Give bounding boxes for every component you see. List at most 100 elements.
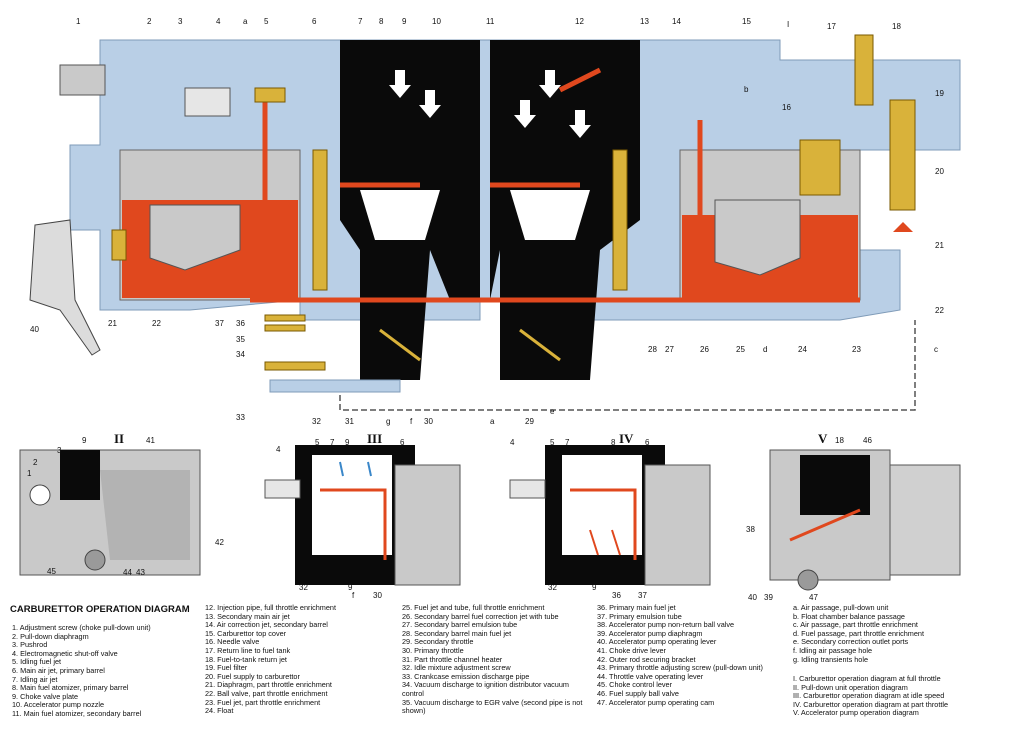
- legend-item: 36. Primary main fuel jet: [597, 603, 676, 612]
- legend-item: 38. Accelerator pump non-return ball val…: [597, 620, 735, 630]
- callout-label: 9: [402, 17, 407, 26]
- callout-label: 41: [146, 436, 155, 445]
- callout-label: 5: [550, 438, 555, 447]
- callout-label: 9: [82, 436, 87, 445]
- callout-label: 16: [782, 103, 791, 112]
- callout-label: 37: [638, 591, 647, 600]
- callout-label: 12: [575, 17, 584, 26]
- callout-label: 21: [935, 241, 944, 250]
- callout-label: 32: [299, 583, 308, 592]
- sub-diagram-accelerator-pump: [769, 449, 961, 591]
- legend-item: 17. Return line to fuel tank: [205, 645, 291, 655]
- legend-item: 13. Secondary main air jet: [205, 611, 290, 621]
- callout-label: a: [490, 417, 495, 426]
- legend-item: 28. Secondary barrel main fuel jet: [402, 628, 512, 638]
- legend-item: b. Float chamber balance passage: [793, 611, 905, 621]
- callout-label: 26: [700, 345, 709, 354]
- callout-label: f: [410, 417, 413, 426]
- legend-item: II. Pull-down unit operation diagram: [793, 682, 908, 692]
- legend-item: 22. Ball valve, part throttle enrichment: [205, 688, 328, 698]
- callout-label: 4: [216, 17, 221, 26]
- callout-label: a: [243, 17, 248, 26]
- callout-label: 5: [315, 438, 320, 447]
- legend-item: 34. Vacuum discharge to ignition distrib…: [402, 680, 569, 698]
- legend-item: 31. Part throttle channel heater: [402, 654, 503, 664]
- callout-label: 9: [345, 438, 350, 447]
- legend-item: 2. Pull-down diaphragm: [12, 631, 89, 641]
- callout-label: 18: [892, 22, 901, 31]
- legend-item: 40. Accelerator pump operating lever: [597, 637, 717, 647]
- legend-item: 23. Fuel jet, part throttle enrichment: [205, 697, 321, 707]
- callout-label: 27: [665, 345, 674, 354]
- callout-label: 40: [748, 593, 757, 600]
- legend-item: 24. Float: [205, 706, 234, 716]
- callout-label: 2: [147, 17, 152, 26]
- roman-label: V: [818, 431, 828, 446]
- airflow-arrows: [389, 70, 591, 138]
- callout-label: f: [352, 591, 355, 600]
- callout-label: b: [744, 85, 749, 94]
- callout-label: 4: [276, 445, 281, 454]
- callout-label: 17: [827, 22, 836, 31]
- main-diagram-full-throttle: [29, 34, 961, 411]
- legend-item: 10. Accelerator pump nozzle: [12, 700, 105, 710]
- legend-item: a. Air passage, pull-down unit: [793, 603, 889, 612]
- legend-item: d. Fuel passage, part throttle enrichmen…: [793, 628, 925, 638]
- legend-item: 16. Needle valve: [205, 637, 260, 647]
- callout-label: 6: [400, 438, 405, 447]
- heater-duct: [269, 379, 401, 393]
- secondary-venturi: [510, 190, 590, 240]
- callout-label: 18: [835, 436, 844, 445]
- callout-label: 30: [373, 591, 382, 600]
- legend-item: g. Idling transients hole: [793, 654, 869, 664]
- callout-label: 24: [798, 345, 807, 354]
- callout-label: I: [787, 20, 789, 29]
- callout-label: 33: [236, 413, 245, 422]
- callout-label: 8: [379, 17, 384, 26]
- legend-item: 44. Throttle valve operating lever: [597, 671, 704, 681]
- legend-item: IV. Carburettor operation diagram at par…: [793, 699, 949, 709]
- callout-label: 3: [57, 446, 62, 455]
- callout-label: 28: [648, 345, 657, 354]
- legend-item: III. Carburettor operation diagram at id…: [793, 691, 945, 701]
- legend-item: 1. Adjustment screw (choke pull-down uni…: [12, 623, 151, 632]
- callout-label: 30: [424, 417, 433, 426]
- callout-label: 32: [548, 583, 557, 592]
- legend-item: 35. Vacuum discharge to EGR valve (secon…: [402, 697, 583, 716]
- legend-item: 4. Electromagnetic shut-off valve: [12, 648, 118, 658]
- callout-label: 7: [330, 438, 335, 447]
- legend-item: 3. Pushrod: [12, 640, 48, 650]
- callout-label: 9: [348, 583, 353, 592]
- legend-item: 18. Fuel-to-tank return jet: [205, 654, 287, 664]
- callout-label: d: [763, 345, 767, 354]
- legend-item: 11. Main fuel atomizer, secondary barrel: [12, 708, 142, 718]
- callout-label: 13: [640, 17, 649, 26]
- callout-label: 32: [312, 417, 321, 426]
- primary-venturi: [360, 190, 440, 240]
- sub-diagram-pull-down: [19, 449, 201, 576]
- brass-jets: [111, 34, 916, 371]
- legend-item: 15. Carburettor top cover: [205, 628, 287, 638]
- callout-label: 46: [863, 436, 872, 445]
- callout-label: 6: [312, 17, 317, 26]
- callout-label: 1: [76, 17, 81, 26]
- legend-item: 6. Main air jet, primary barrel: [12, 665, 105, 675]
- callout-label: 34: [236, 350, 245, 359]
- legend-item: 14. Air correction jet, secondary barrel: [205, 620, 328, 630]
- legend-item: 27. Secondary barrel emulsion tube: [402, 620, 518, 630]
- legend-item: 12. Injection pipe, full throttle enrich…: [205, 603, 337, 612]
- callout-label: 10: [432, 17, 441, 26]
- legend-item: 37. Primary emulsion tube: [597, 611, 682, 621]
- callout-label: 29: [525, 417, 534, 426]
- callout-label: 36: [236, 319, 245, 328]
- callout-label: g: [386, 417, 390, 426]
- secondary-throttle: [519, 328, 561, 362]
- legend-item: 33. Crankcase emission discharge pipe: [402, 671, 530, 681]
- callout-label: 21: [108, 319, 117, 328]
- legend-item: I. Carburettor operation diagram at full…: [793, 674, 941, 683]
- callout-label: c: [934, 345, 938, 354]
- legend-item: 45. Choke control lever: [597, 680, 673, 690]
